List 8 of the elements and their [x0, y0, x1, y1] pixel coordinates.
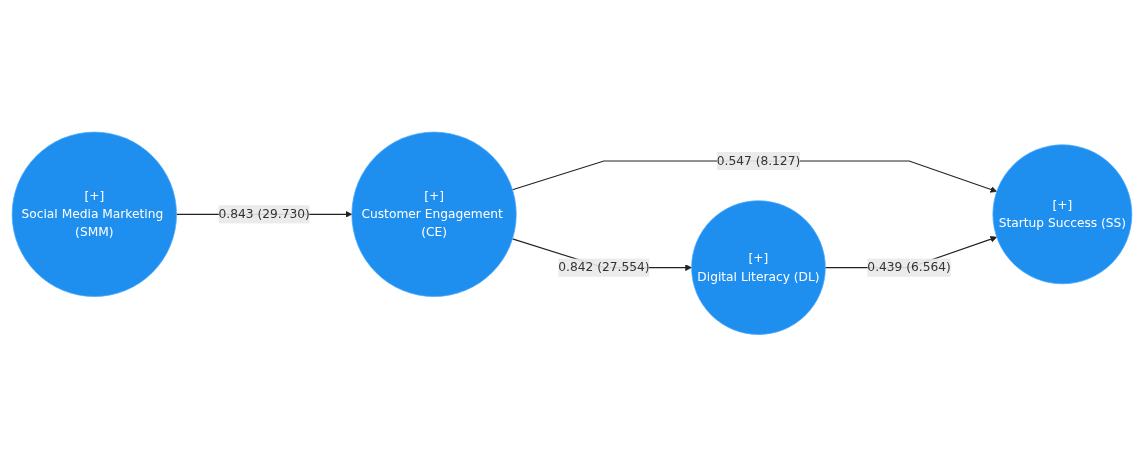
edge-label: 0.842 (27.554): [558, 260, 650, 275]
node-circle: [+] Customer Engagement (CE): [351, 131, 517, 298]
node-circle: [+] Digital Literacy (DL): [691, 200, 826, 336]
node-circle: [+] Social Media Marketing (SMM): [11, 131, 177, 298]
edge-label: 0.439 (6.564): [867, 260, 951, 275]
edge-label: 0.843 (29.730): [218, 206, 310, 222]
edge-label: 0.547 (8.127): [716, 153, 801, 169]
node-circle: [+] Startup Success (SS): [992, 144, 1133, 285]
